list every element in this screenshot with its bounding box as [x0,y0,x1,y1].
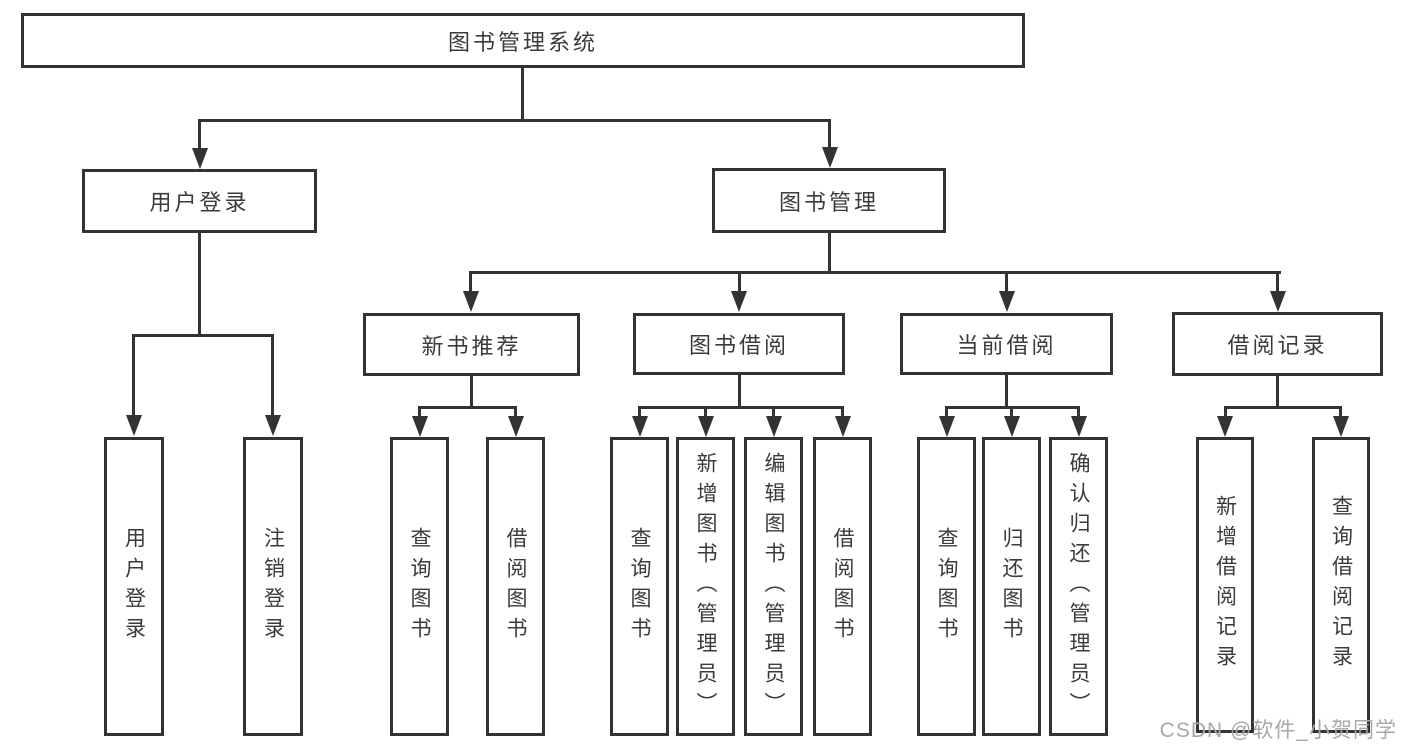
leaf-logout-label: 注销登录 [261,526,285,647]
connector-book-borrow-bar [638,406,844,409]
leaf-logout: 注销登录 [243,437,303,736]
arrow-down-bb-query [632,416,648,437]
arrow-down-nb-query [412,416,428,437]
connector-borrow-records-trunk [1276,376,1279,408]
node-book-mgmt: 图书管理 [712,168,946,233]
leaf-br-query: 查询借阅记录 [1312,437,1370,733]
node-borrow-records: 借阅记录 [1172,312,1383,376]
connector-stem-book-mgmt [828,119,831,149]
leaf-cb-return-label: 归还图书 [1000,526,1023,647]
connector-stem-nb-query [418,406,421,417]
arrow-down-br-add [1217,416,1233,437]
leaf-br-add-label: 新增借阅记录 [1213,495,1237,675]
arrow-down-br-query [1333,416,1349,437]
node-root: 图书管理系统 [21,13,1025,68]
leaf-nb-query: 查询图书 [390,437,449,736]
connector-stem-leaf-user-login [132,334,135,415]
connector-new-books-bar [418,406,517,409]
connector-stem-bb-edit [772,406,775,417]
watermark: CSDN @软件_小贺同学 [1159,719,1397,742]
connector-user-login-bar [132,334,274,337]
connector-stem-bb-borrow [841,406,844,417]
connector-book-mgmt-bar [469,271,1281,274]
arrow-down-current-borrow [999,291,1015,312]
connector-stem-cb-return [1010,406,1013,417]
connector-stem-cb-confirm [1077,406,1080,417]
leaf-user-login-label: 用户登录 [122,526,146,647]
node-user-login: 用户登录 [82,169,317,233]
arrow-down-borrow-records [1270,291,1286,312]
connector-stem-nb-borrow [514,406,517,417]
leaf-cb-confirm-label: 确认归还（管理员） [1067,451,1090,722]
connector-stem-borrow-records [1276,271,1279,293]
node-user-login-label: 用户登录 [149,190,250,215]
connector-root-trunk [521,68,524,120]
connector-stem-br-add [1224,406,1227,417]
arrow-down-cb-confirm [1071,416,1087,437]
connector-user-login-trunk [198,233,201,336]
leaf-cb-return: 归还图书 [982,437,1041,736]
connector-stem-cb-query [945,406,948,417]
arrow-down-nb-borrow [508,416,524,437]
leaf-br-query-label: 查询借阅记录 [1329,495,1353,675]
leaf-cb-query-label: 查询图书 [935,526,958,647]
leaf-bb-borrow: 借阅图书 [813,437,872,736]
connector-borrow-records-bar [1224,406,1342,409]
node-new-books-label: 新书推荐 [421,333,522,359]
leaf-bb-query-label: 查询图书 [628,526,651,647]
node-book-borrow-label: 图书借阅 [688,333,789,358]
node-new-books: 新书推荐 [363,313,580,376]
connector-root-bar [198,119,831,122]
connector-stem-current-borrow [1005,271,1008,293]
node-current-borrow-label: 当前借阅 [956,333,1057,358]
arrow-down-user-login [192,148,208,169]
connector-new-books-trunk [470,376,473,408]
connector-stem-new-books [469,271,472,293]
arrow-down-cb-return [1004,416,1020,437]
arrow-down-book-borrow [731,291,747,312]
node-book-mgmt-label: 图书管理 [778,189,879,215]
node-borrow-records-label: 借阅记录 [1227,333,1328,358]
arrow-down-leaf-user-login [126,415,142,436]
connector-stem-user-login [198,119,201,149]
connector-current-borrow-trunk [1005,375,1008,408]
leaf-bb-add: 新增图书（管理员） [676,437,735,736]
arrow-down-bb-borrow [835,416,851,437]
node-current-borrow: 当前借阅 [900,313,1113,375]
leaf-bb-edit-label: 编辑图书（管理员） [762,451,785,722]
connector-stem-bb-query [638,406,641,417]
leaf-bb-edit: 编辑图书（管理员） [744,437,803,736]
leaf-bb-query: 查询图书 [610,437,669,736]
leaf-nb-query-label: 查询图书 [408,526,431,647]
connector-book-borrow-trunk [738,375,741,408]
leaf-nb-borrow: 借阅图书 [486,437,545,736]
node-book-borrow: 图书借阅 [633,313,845,375]
leaf-br-add: 新增借阅记录 [1196,437,1254,733]
arrow-down-leaf-logout [265,415,281,436]
leaf-cb-query: 查询图书 [917,437,976,736]
leaf-bb-borrow-label: 借阅图书 [831,526,854,647]
connector-stem-bb-add [704,406,707,417]
arrow-down-cb-query [939,416,955,437]
connector-stem-br-query [1339,406,1342,417]
connector-stem-book-borrow [738,271,741,293]
node-root-label: 图书管理系统 [447,29,598,55]
arrow-down-new-books [463,291,479,312]
leaf-cb-confirm: 确认归还（管理员） [1049,437,1108,736]
arrow-down-bb-add [698,416,714,437]
leaf-nb-borrow-label: 借阅图书 [504,526,527,647]
connector-book-mgmt-trunk [828,233,831,273]
connector-stem-leaf-logout [271,334,274,415]
leaf-user-login: 用户登录 [104,437,164,736]
arrow-down-bb-edit [766,416,782,437]
leaf-bb-add-label: 新增图书（管理员） [694,451,717,722]
arrow-down-book-mgmt [822,147,838,168]
